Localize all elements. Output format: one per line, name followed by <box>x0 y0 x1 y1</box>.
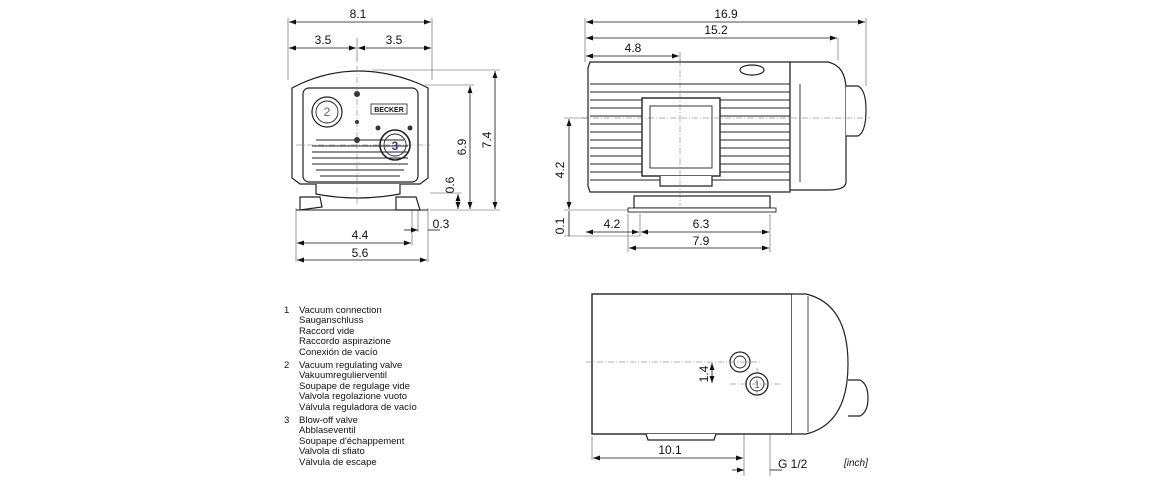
dim-side-body-length: 15.2 <box>704 23 728 37</box>
dim-side-base-offset: 0.1 <box>553 217 567 234</box>
legend-line: Soupape d'échappement <box>299 435 405 447</box>
legend-line: Valvola di sfiato <box>299 446 365 458</box>
legend-line: Raccordo aspirazione <box>299 336 391 348</box>
legend-line: Valvola regolazione vuoto <box>299 391 408 403</box>
legend-line: Válvula reguladora de vacío <box>299 401 417 413</box>
legend-number: 3 <box>284 415 290 427</box>
dim-side-overall-length: 16.9 <box>714 7 738 21</box>
legend-line: Válvula de escape <box>299 456 377 468</box>
dim-top-port-spacing: 1.4 <box>697 365 711 382</box>
unit-label: [inch] <box>844 458 868 469</box>
legend-line: Sauganschluss <box>299 315 364 327</box>
legend-line: Abblaseventil <box>299 425 356 437</box>
legend-line: Vacuum regulating valve <box>299 360 403 372</box>
dim-front-height-body: 6.9 <box>455 138 469 155</box>
dim-side-base-length: 7.9 <box>693 234 710 248</box>
dim-top-thread: G 1/2 <box>778 457 808 471</box>
dim-side-foot-spacing: 6.3 <box>693 217 710 231</box>
top-view <box>586 293 869 476</box>
dim-front-foot-offset: 0.3 <box>433 217 450 231</box>
front-view <box>287 18 500 262</box>
legend-line: Soupape de regulage vide <box>299 380 410 392</box>
marker-2: 2 <box>324 105 331 119</box>
legend-line: Blow-off valve <box>299 415 358 427</box>
marker-1: 1 <box>754 380 760 391</box>
legend-line: Raccord vide <box>299 325 355 337</box>
legend-line: Vacuum connection <box>299 305 382 316</box>
dim-top-port-distance: 10.1 <box>658 443 682 457</box>
dim-front-foot-spacing: 4.4 <box>352 228 369 242</box>
side-view <box>564 18 870 252</box>
dim-front-overall-width: 8.1 <box>350 7 367 21</box>
dim-front-foot-height: 0.6 <box>443 176 457 193</box>
brand-badge: BECKER <box>374 107 404 114</box>
legend-line: Conexión de vacío <box>299 346 378 358</box>
legend-number: 2 <box>284 360 290 372</box>
dim-front-height-total: 7.4 <box>480 131 494 148</box>
dim-front-base-width: 5.6 <box>352 246 369 260</box>
dim-side-center-height: 4.2 <box>553 161 567 178</box>
dim-front-right-half: 3.5 <box>386 33 403 47</box>
dim-side-port-position: 4.8 <box>625 41 642 55</box>
dim-side-foot-offset: 4.2 <box>604 217 621 231</box>
callout-markers: 2 3 1 BECKER <box>324 105 761 391</box>
legend-number: 1 <box>284 305 290 316</box>
dimension-labels: 8.1 3.5 3.5 6.9 7.4 0.6 0.3 4.4 5.6 16.9… <box>315 7 808 471</box>
marker-3: 3 <box>392 139 399 153</box>
legend-line: Vakuumregulierventil <box>299 370 388 382</box>
dimension-lines <box>289 19 865 473</box>
dim-front-left-half: 3.5 <box>315 33 332 47</box>
